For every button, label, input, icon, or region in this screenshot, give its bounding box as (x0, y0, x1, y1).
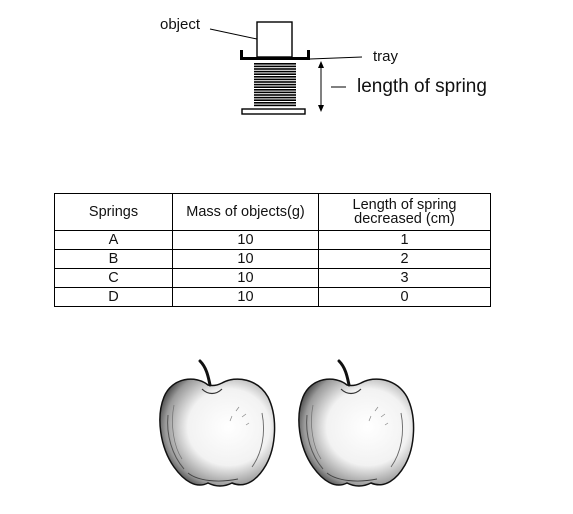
spring-base (241, 108, 306, 115)
cell-spring: A (54, 230, 173, 250)
cell-mass: 10 (172, 287, 319, 307)
spring-coils (254, 63, 296, 107)
spring-coil (254, 63, 296, 65)
header-mass: Mass of objects(g) (172, 193, 319, 231)
spring-coil (254, 70, 296, 73)
spring-coil (254, 81, 296, 83)
spring-coil (254, 94, 296, 96)
spring-coil (254, 65, 296, 68)
object-leader-line (209, 28, 258, 40)
table-row: C 10 3 (54, 268, 491, 288)
spring-diagram (209, 21, 363, 115)
table-row: A 10 1 (54, 230, 491, 250)
cell-length: 3 (318, 268, 491, 288)
spring-coil (254, 91, 296, 94)
object-label: object (160, 16, 201, 33)
apples-illustration (158, 359, 416, 488)
spring-coil (254, 76, 296, 78)
cell-spring: C (54, 268, 173, 288)
header-length-decreased: Length of spring decreased (cm) (318, 193, 491, 231)
spring-coil (254, 86, 296, 88)
length-of-spring-label: length of spring (357, 76, 487, 97)
spring-coil (254, 78, 296, 81)
apple-icon (297, 359, 416, 488)
spring-coil (254, 68, 296, 70)
spring-coil (254, 83, 296, 86)
spring-coil (254, 102, 296, 104)
header-springs: Springs (54, 193, 173, 231)
spring-coil (254, 73, 296, 75)
tray-leader-line (309, 56, 363, 60)
apple-icon (158, 359, 277, 488)
cell-length: 2 (318, 249, 491, 269)
table-row: D 10 0 (54, 287, 491, 307)
spring-coil (254, 104, 296, 107)
length-arrow (318, 61, 346, 112)
cell-mass: 10 (172, 268, 319, 288)
spring-data-table: Springs Mass of objects(g) Length of spr… (54, 193, 491, 307)
table-header-row: Springs Mass of objects(g) Length of spr… (54, 193, 491, 231)
cell-mass: 10 (172, 230, 319, 250)
spring-coil (254, 96, 296, 99)
tray (240, 50, 310, 60)
cell-length: 1 (318, 230, 491, 250)
spring-coil (254, 89, 296, 91)
table-row: B 10 2 (54, 249, 491, 269)
cell-spring: B (54, 249, 173, 269)
cell-length: 0 (318, 287, 491, 307)
cell-mass: 10 (172, 249, 319, 269)
cell-spring: D (54, 287, 173, 307)
tray-label: tray (373, 48, 399, 65)
spring-coil (254, 99, 296, 101)
object-block (256, 21, 293, 58)
